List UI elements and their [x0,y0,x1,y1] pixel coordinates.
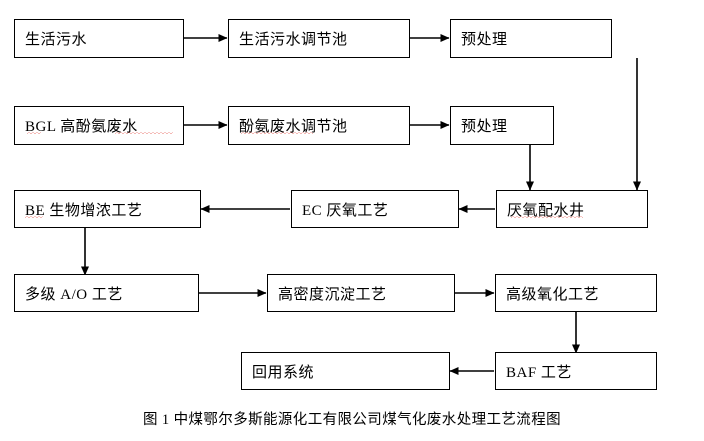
figure-caption: 图 1 中煤鄂尔多斯能源化工有限公司煤气化废水处理工艺流程图 [143,412,561,428]
spellcheck-squiggle [25,216,43,219]
node-label: 生活污水 [25,32,88,48]
node-pretreatment-2[interactable]: 预处理 [450,106,554,145]
node-be-bio-thickening[interactable]: BE 生物增浓工艺 [14,190,201,228]
node-reuse-system[interactable]: 回用系统 [241,352,450,390]
spellcheck-squiggle [27,132,41,135]
node-high-density-settling[interactable]: 高密度沉淀工艺 [267,274,455,312]
node-label: 回用系统 [252,364,315,381]
node-label: 多级 A/O 工艺 [25,286,123,303]
node-label: 酚氨废水调节池 [239,119,348,135]
node-label: 高级氧化工艺 [506,286,600,303]
node-advanced-oxidation[interactable]: 高级氧化工艺 [495,274,657,312]
node-label: EC 厌氧工艺 [302,202,389,219]
spellcheck-squiggle [511,216,583,219]
node-label: BGL 高酚氨废水 [25,119,138,135]
node-anaerobic-water-well[interactable]: 厌氧配水井 [496,190,648,228]
node-label: 预处理 [461,32,508,48]
node-pretreatment-1[interactable]: 预处理 [450,19,612,58]
node-domestic-regulating[interactable]: 生活污水调节池 [228,19,410,58]
node-label: 生活污水调节池 [239,32,348,48]
node-label: BE 生物增浓工艺 [25,202,143,219]
node-bgl-wastewater[interactable]: BGL 高酚氨废水 [14,106,184,145]
node-label: BAF 工艺 [506,364,572,381]
node-phenol-regulating[interactable]: 酚氨废水调节池 [228,106,410,145]
spellcheck-squiggle [115,132,173,135]
spellcheck-squiggle [241,132,313,135]
node-label: 预处理 [461,119,508,135]
node-domestic-sewage[interactable]: 生活污水 [14,19,184,58]
node-label: 高密度沉淀工艺 [278,286,387,303]
node-multistage-ao[interactable]: 多级 A/O 工艺 [14,274,199,312]
node-baf-process[interactable]: BAF 工艺 [495,352,657,390]
node-ec-anaerobic[interactable]: EC 厌氧工艺 [291,190,459,228]
node-label: 厌氧配水井 [507,202,585,219]
